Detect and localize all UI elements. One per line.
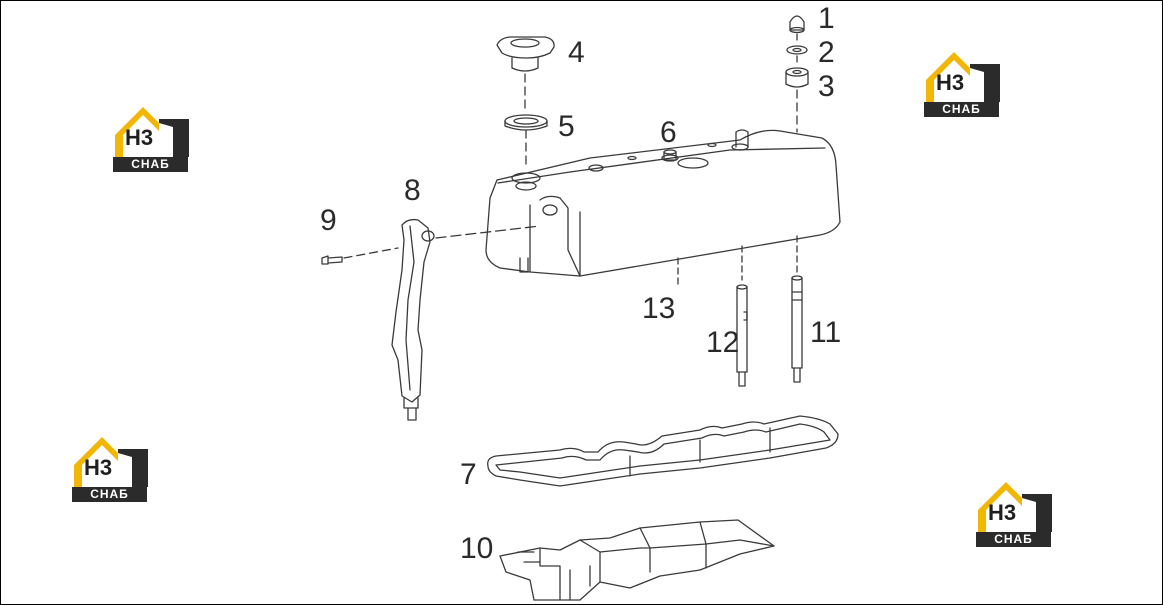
watermark-logo: H3 СНАБ	[72, 431, 150, 503]
part-8-breather-hose	[391, 218, 435, 421]
callout-11: 11	[810, 316, 841, 349]
callout-4: 4	[568, 36, 585, 69]
logo-letters: H3	[125, 125, 154, 150]
callout-12: 12	[706, 326, 739, 359]
callout-10: 10	[460, 532, 493, 565]
logo-letters: H3	[936, 70, 965, 95]
part-11-stud	[791, 275, 803, 383]
logo-letters: H3	[84, 455, 113, 480]
callout-7: 7	[460, 458, 477, 491]
callout-8: 8	[404, 174, 421, 207]
watermark-logo: H3 СНАБ	[924, 46, 1002, 118]
house-roof-icon	[115, 107, 189, 157]
part-6-bolt	[663, 149, 677, 161]
part-3-grommet	[785, 67, 809, 88]
watermark-logo: H3 СНАБ	[113, 101, 191, 173]
callout-5: 5	[558, 110, 575, 143]
callout-1: 1	[818, 2, 835, 35]
part-7-gasket	[487, 415, 839, 487]
part-1-cap-nut	[789, 15, 805, 34]
part-12-stud	[736, 284, 748, 387]
logo-badge: СНАБ	[72, 487, 147, 502]
callout-13: 13	[642, 292, 675, 325]
part-13-valve-cover	[485, 129, 841, 277]
part-5-seal-ring	[504, 114, 548, 131]
watermark-logo: H3 СНАБ	[976, 476, 1054, 548]
part-9-bolt	[321, 255, 343, 265]
logo-badge: СНАБ	[924, 102, 999, 117]
callout-6: 6	[660, 116, 677, 149]
house-roof-icon	[926, 52, 1000, 102]
logo-badge: СНАБ	[976, 532, 1051, 547]
callout-3: 3	[818, 70, 835, 103]
part-2-washer	[786, 45, 808, 55]
callout-9: 9	[320, 204, 337, 237]
logo-letters: H3	[988, 500, 1017, 525]
part-4-oil-filler-cap	[496, 36, 555, 72]
callout-2: 2	[818, 36, 835, 69]
part-10-baffle-plate	[499, 519, 775, 601]
house-roof-icon	[978, 482, 1052, 532]
logo-badge: СНАБ	[113, 157, 188, 172]
house-roof-icon	[74, 437, 148, 487]
